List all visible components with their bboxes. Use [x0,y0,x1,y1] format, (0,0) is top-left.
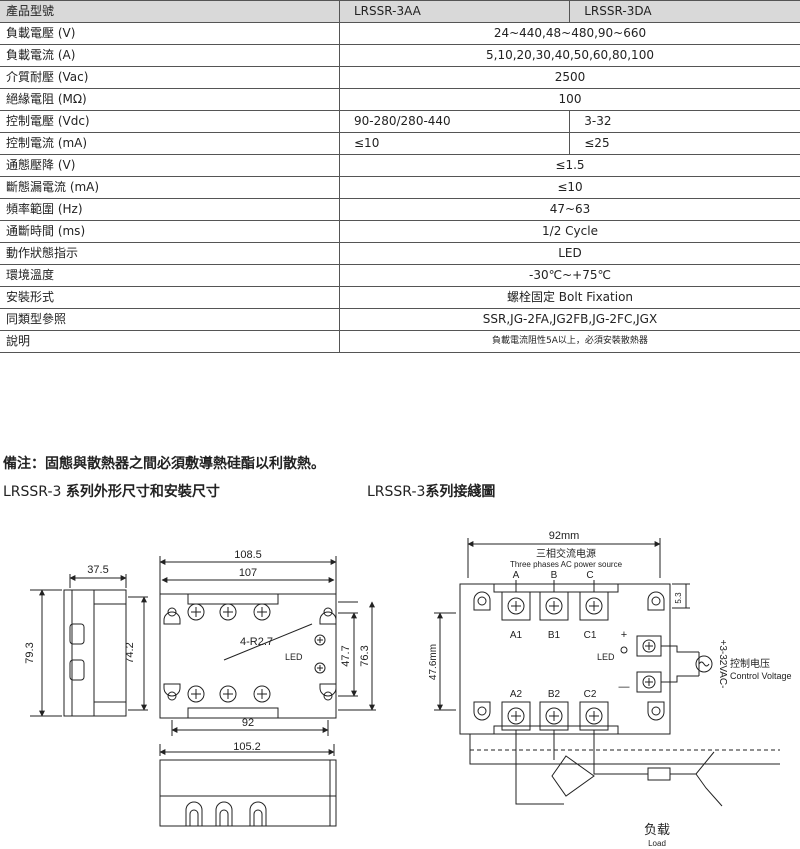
table-row: 負載電流 (A)5,10,20,30,40,50,60,80,100 [0,44,800,67]
row-value: 負載電流阻性5A以上，必須安裝散熱器 [339,330,800,353]
row-label: 環境溫度 [0,264,340,287]
wiring-screw-icon [507,597,656,725]
terminal-b1-label: B1 [548,630,561,641]
terminal-b-label: B [551,570,558,581]
row-label: 介質耐壓 (Vac) [0,66,340,89]
row-label: 負載電壓 (V) [0,22,340,45]
side-width-label: 37.5 [87,564,108,576]
row-label: 同類型參照 [0,308,340,331]
row-label: 頻率範圍 (Hz) [0,198,340,221]
front-view-drawing [159,556,376,756]
row-label: 絕緣電阻 (MΩ) [0,88,340,111]
side-inner-label: 74.2 [124,642,136,663]
terminal-b2-label: B2 [548,689,561,700]
table-row: 控制電流 (mA)≤10≤25 [0,132,800,155]
heat-sink-note: 備注：固態與散熱器之間必須敷導熱硅酯以利散熱。 [3,456,325,472]
terminal-a-label: A [513,570,520,581]
row-value: 47~63 [339,198,800,221]
table-row: 通斷時間 (ms)1/2 Cycle [0,220,800,243]
table-row: 斷態漏電流 (mA)≤10 [0,176,800,199]
spec-header-label: 產品型號 [0,0,340,23]
row-value: ≤10 [339,176,800,199]
plus-label: + [621,629,627,641]
row-value: SSR,JG-2FA,JG2FB,JG-2FC,JGX [339,308,800,331]
control-voltage-en-label: Control Voltage [730,671,792,681]
wiring-diagram [434,538,780,807]
table-row: 環境溫度-30℃~+75℃ [0,264,800,287]
terminal-c-label: C [586,570,593,581]
side-height-label: 79.3 [24,642,36,663]
hole-spacing-h-label: 92 [242,717,254,729]
row-label: 斷態漏電流 (mA) [0,176,340,199]
wiring-led-label: LED [597,652,615,662]
bottom-width-label: 105.2 [233,741,261,753]
wiring-width-label: 92mm [549,530,580,542]
overall-width-label: 108.5 [234,549,262,561]
wiring-heading: LRSSR-3系列接綫圖 [367,481,495,501]
dimension-heading: LRSSR-3 系列外形尺寸和安裝尺寸 [3,481,220,501]
spec-table: 產品型號 LRSSR-3AA LRSSR-3DA 負載電壓 (V)24~440,… [0,0,800,353]
terminal-a1-label: A1 [510,630,523,641]
terminal-c2-label: C2 [584,689,597,700]
spec-header-row: 產品型號 LRSSR-3AA LRSSR-3DA [0,0,800,23]
terminal-a2-label: A2 [510,689,523,700]
wiring-heading-prefix: LRSSR-3 [367,484,426,500]
row-label: 通態壓降 (V) [0,154,340,177]
dimension-heading-title: 系列外形尺寸和安裝尺寸 [65,484,220,500]
hole-spacing-v-label: 47.7 [340,645,352,666]
table-row: 頻率範圍 (Hz)47~63 [0,198,800,221]
row-value-b: 3-32 [569,110,800,133]
power-source-cn-label: 三相交流电源 [536,547,596,560]
radius-label: 4-R2.7 [240,636,273,648]
spec-header-model-a: LRSSR-3AA [339,0,571,23]
row-value: 100 [339,88,800,111]
row-value: -30℃~+75℃ [339,264,800,287]
front-led-label: LED [285,652,303,662]
row-value: 5,10,20,30,40,50,60,80,100 [339,44,800,67]
wiring-heading-title: 系列接綫圖 [425,484,496,500]
table-row: 介質耐壓 (Vac)2500 [0,66,800,89]
load-cn-label: 负载 [644,822,670,837]
load-en-label: Load [648,839,666,848]
terminal-c1-label: C1 [584,630,597,641]
row-value: 螺栓固定 Bolt Fixation [339,286,800,309]
overall-height-label: 76.3 [359,645,371,666]
technical-drawings: 37.5 79.3 74.2 [24,530,792,848]
table-row: 通態壓降 (V)≤1.5 [0,154,800,177]
wiring-height-label: 47.6mm [428,644,439,680]
bottom-view-drawing [159,759,337,827]
row-label: 通斷時間 (ms) [0,220,340,243]
table-row: 說明負載電流阻性5A以上，必須安裝散熱器 [0,330,800,353]
table-row: 絕緣電阻 (MΩ)100 [0,88,800,111]
table-row: 安裝形式螺栓固定 Bolt Fixation [0,286,800,309]
row-value-b: ≤25 [569,132,800,155]
minus-label: — [619,681,630,693]
row-value: 1/2 Cycle [339,220,800,243]
body-width-label: 107 [239,567,257,579]
row-label: 安裝形式 [0,286,340,309]
spec-header-model-b: LRSSR-3DA [569,0,800,23]
screw-terminal-icon [187,603,326,703]
row-value: 24~440,48~480,90~660 [339,22,800,45]
row-value: 2500 [339,66,800,89]
side-view-drawing [30,574,148,717]
table-row: 負載電壓 (V)24~440,48~480,90~660 [0,22,800,45]
row-label: 控制電流 (mA) [0,132,340,155]
row-value-a: 90-280/280-440 [339,110,571,133]
control-range-label: +3-32VAC- [717,639,728,688]
row-label: 控制電壓 (Vdc) [0,110,340,133]
control-voltage-cn-label: 控制电压 [730,657,770,670]
gap-label: 5.3 [674,592,683,604]
row-label: 動作狀態指示 [0,242,340,265]
row-label: 負載電流 (A) [0,44,340,67]
row-label: 說明 [0,330,340,353]
dimension-heading-prefix: LRSSR-3 [3,484,66,500]
row-value-a: ≤10 [339,132,571,155]
row-value: LED [339,242,800,265]
row-value: ≤1.5 [339,154,800,177]
power-source-en-label: Three phases AC power source [510,560,623,569]
